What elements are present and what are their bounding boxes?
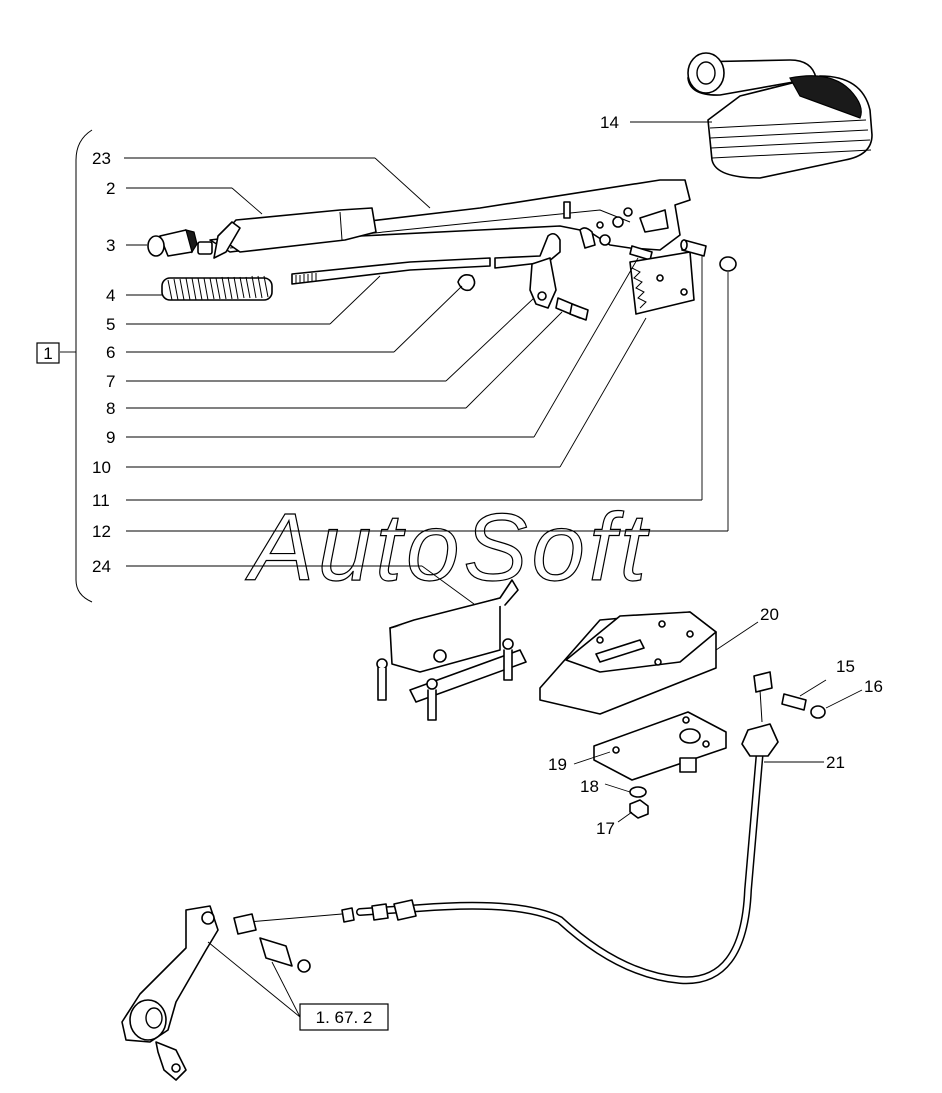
- callout-3: 3: [106, 236, 115, 255]
- part-24-bracket: [376, 579, 527, 721]
- part-17-nut: [629, 799, 649, 819]
- reference-label: 1. 67. 2: [316, 1008, 373, 1027]
- callout-18: 18: [580, 777, 599, 796]
- callout-6: 6: [106, 343, 115, 362]
- part-14-grip-boot: [687, 52, 873, 179]
- callout-23: 23: [92, 149, 111, 168]
- part-2-handle-sleeve: [197, 207, 377, 259]
- callout-24: 24: [92, 557, 111, 576]
- callout-20: 20: [760, 605, 779, 624]
- callout-14: 14: [600, 113, 619, 132]
- callout-12: 12: [92, 522, 111, 541]
- callout-4: 4: [106, 286, 115, 305]
- callout-9: 9: [106, 428, 115, 447]
- group-label: 1: [43, 344, 52, 363]
- callout-labels: 23 2 3 4 5 6 7 8 9 10 11 12 24 14 20 15 …: [92, 113, 883, 838]
- part-12-circlip: [719, 256, 737, 272]
- part-18-washer: [629, 786, 647, 798]
- callout-10: 10: [92, 458, 111, 477]
- callout-8: 8: [106, 399, 115, 418]
- part-4-spring: [161, 275, 273, 301]
- callout-11: 11: [92, 491, 110, 510]
- part-11-pin: [680, 239, 707, 257]
- callout-21: 21: [826, 753, 845, 772]
- callout-2: 2: [106, 179, 115, 198]
- callout-19: 19: [548, 755, 567, 774]
- group-bracket: 1: [36, 129, 93, 603]
- callout-17: 17: [596, 819, 615, 838]
- lower-lever-arm: [121, 905, 311, 1081]
- group-label-box: [36, 342, 60, 364]
- part-19-base-plate: [593, 711, 727, 781]
- part-10-ratchet: [629, 251, 695, 315]
- reference-box: 1. 67. 2: [299, 1003, 389, 1031]
- callout-7: 7: [106, 372, 115, 391]
- part-7-pawl-link: [494, 232, 561, 309]
- part-8-pin: [555, 297, 589, 321]
- part-16-clip: [810, 705, 826, 719]
- watermark: AutoSoft: [245, 494, 650, 601]
- callout-15: 15: [836, 657, 855, 676]
- part-20-mount-plate: [539, 611, 717, 715]
- part-21-cable: [233, 671, 779, 985]
- leader-lines: [124, 121, 863, 1018]
- part-5-rod: [291, 257, 491, 285]
- part-15-pin: [781, 693, 807, 711]
- callout-16: 16: [864, 677, 883, 696]
- part-3-push-button: [147, 229, 198, 257]
- callout-5: 5: [106, 315, 115, 334]
